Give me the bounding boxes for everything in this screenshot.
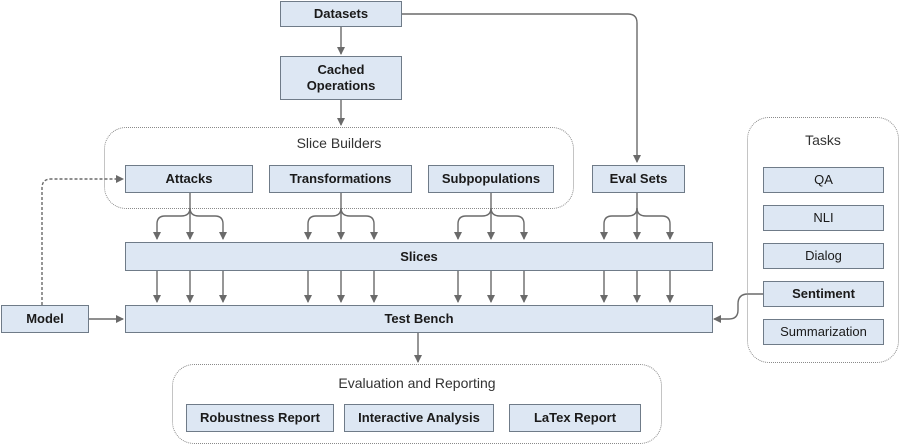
tasks-title: Tasks: [805, 132, 841, 148]
fan-transformations: [304, 193, 378, 240]
transformations-node: Transformations: [269, 165, 412, 193]
latex-report-node: LaTex Report: [509, 404, 641, 432]
slices-node: Slices: [125, 242, 713, 271]
edge-datasets-evalsets: [402, 13, 641, 163]
eval-sets-node: Eval Sets: [592, 165, 685, 193]
task-dialog: Dialog: [763, 243, 884, 269]
task-nli: NLI: [763, 205, 884, 231]
tasks-group: [747, 117, 899, 363]
evaluation-reporting-group: [172, 364, 662, 444]
interactive-analysis-node: Interactive Analysis: [344, 404, 494, 432]
task-qa: QA: [763, 167, 884, 193]
fan-subpopulations: [454, 193, 528, 240]
attacks-node: Attacks: [125, 165, 253, 193]
datasets-node: Datasets: [280, 1, 402, 27]
slice-builders-title: Slice Builders: [296, 135, 382, 151]
test-bench-node: Test Bench: [125, 305, 713, 333]
fan-attacks: [153, 193, 227, 240]
subpopulations-node: Subpopulations: [428, 165, 554, 193]
model-node: Model: [1, 305, 89, 333]
edge-model-attacks: [41, 175, 124, 305]
fan-evalsets: [600, 193, 674, 240]
slice-builders-group: [104, 127, 574, 209]
task-summarization: Summarization: [763, 319, 884, 345]
edges-slices-testbench: [153, 271, 674, 303]
task-sentiment: Sentiment: [763, 281, 884, 307]
cached-operations-node: Cached Operations: [280, 56, 402, 100]
robustness-report-node: Robustness Report: [186, 404, 334, 432]
evaluation-reporting-title: Evaluation and Reporting: [338, 375, 496, 391]
edge-sentiment-testbench: [713, 293, 763, 323]
